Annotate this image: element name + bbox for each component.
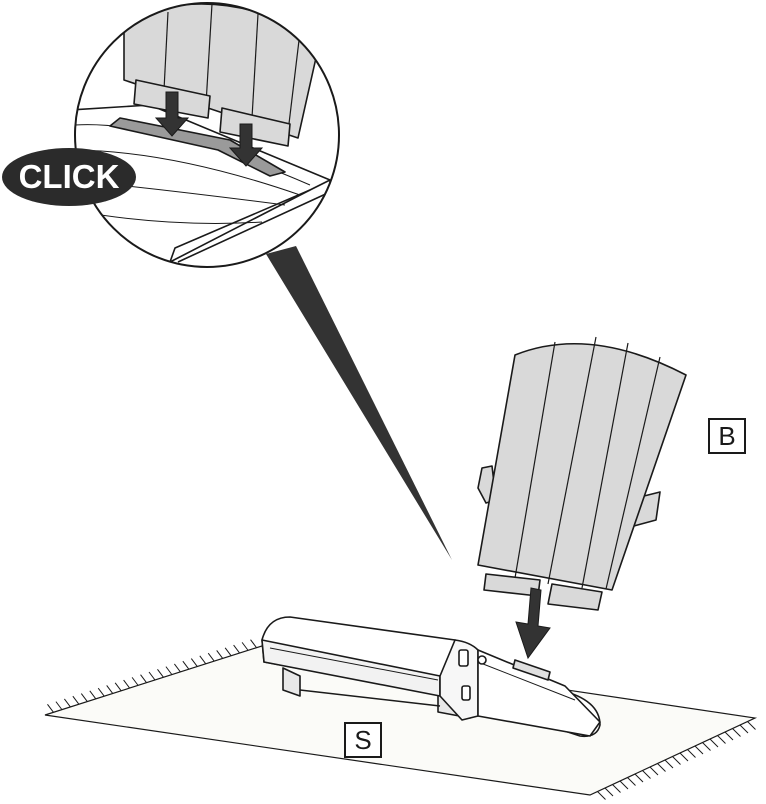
magnifier-circle	[60, 3, 339, 267]
label-backrest: B	[708, 418, 746, 454]
down-arrow-icon	[516, 588, 550, 658]
pointer-wedge	[266, 246, 452, 560]
click-callout: CLICK	[2, 148, 136, 206]
backrest-part	[478, 337, 686, 610]
label-seat: S	[344, 722, 382, 758]
